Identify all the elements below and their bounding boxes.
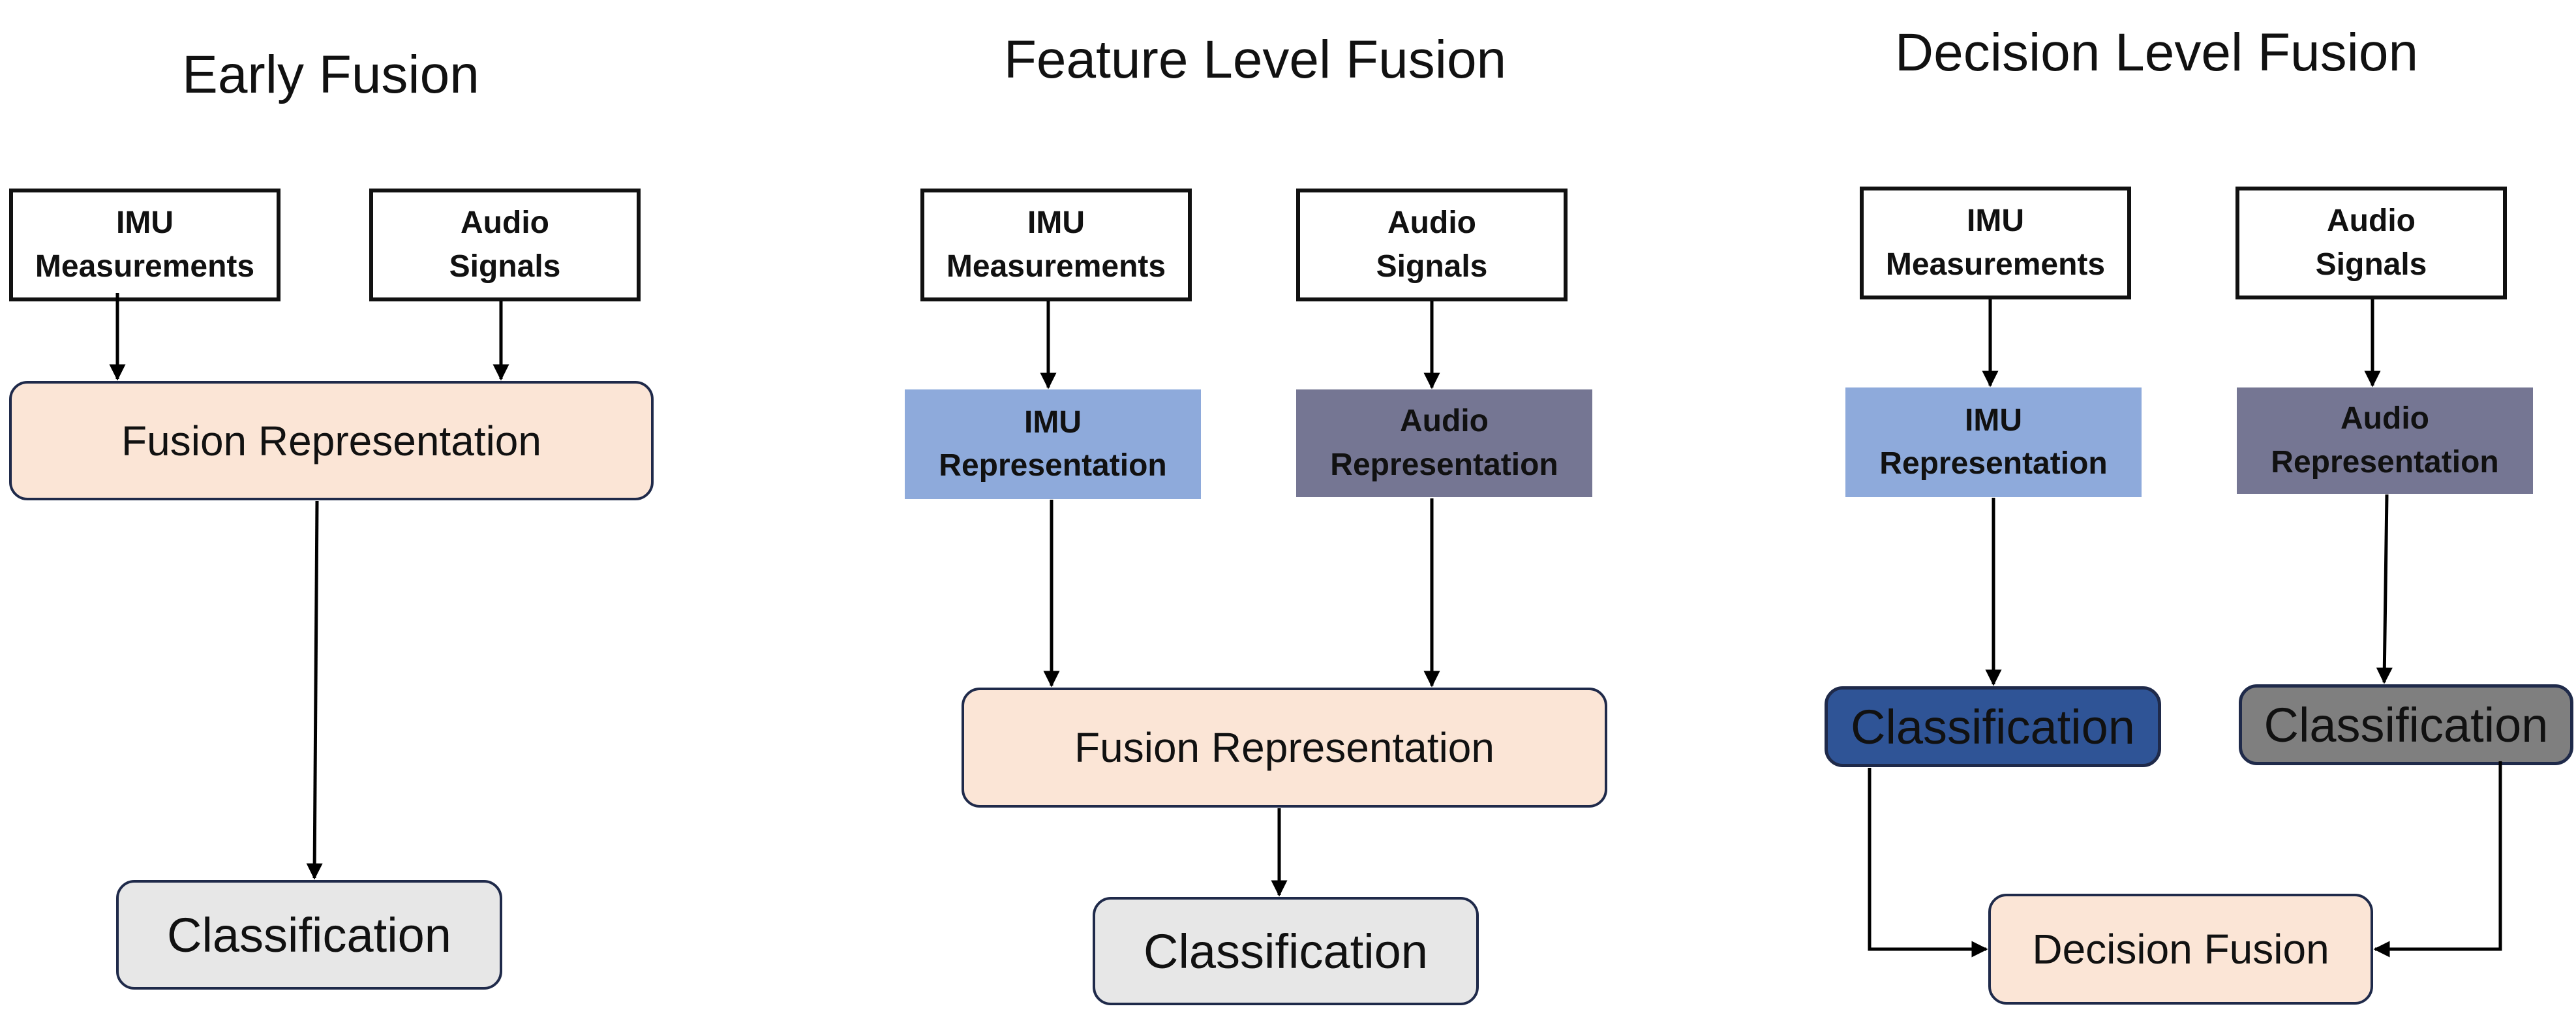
early-audio-input-box: Audio Signals <box>369 189 641 301</box>
decision-imu-representation-box: IMU Representation <box>1845 387 2142 497</box>
decision-imu-classification-label: Classification <box>1851 699 2135 754</box>
feature-fusion-title: Feature Level Fusion <box>1003 30 1507 89</box>
feature-imu-input-box: IMU Measurements <box>920 189 1192 301</box>
early-fusion-title: Early Fusion <box>182 45 479 104</box>
decision-audio-classification-box: Classification <box>2239 684 2573 765</box>
early-classification-label: Classification <box>167 907 451 962</box>
early-imu-input-box: IMU Measurements <box>9 189 280 301</box>
decision-imu-representation-label: IMU Representation <box>1879 402 2108 481</box>
feature-imu-representation-label: IMU Representation <box>939 404 1167 483</box>
decision-fusion-title: Decision Level Fusion <box>1894 23 2419 82</box>
feature-imu-input-label: IMU Measurements <box>946 205 1166 284</box>
arrow-decision-imu-class-to-fusion <box>1868 768 1988 958</box>
decision-audio-input-box: Audio Signals <box>2235 187 2507 299</box>
feature-audio-representation-label: Audio Representation <box>1330 404 1558 482</box>
feature-fusion-representation-box: Fusion Representation <box>962 688 1607 808</box>
arrow-decision-audio-class-to-fusion <box>2373 761 2502 958</box>
feature-audio-input-box: Audio Signals <box>1296 189 1568 301</box>
decision-audio-input-label: Audio Signals <box>2315 204 2427 282</box>
early-imu-input-label: IMU Measurements <box>35 205 255 284</box>
decision-fusion-label: Decision Fusion <box>2032 926 2329 973</box>
decision-audio-classification-label: Classification <box>2264 697 2549 752</box>
decision-imu-classification-box: Classification <box>1825 686 2161 767</box>
feature-classification-box: Classification <box>1093 897 1479 1005</box>
decision-fusion-box: Decision Fusion <box>1988 894 2373 1005</box>
decision-imu-input-box: IMU Measurements <box>1860 187 2131 299</box>
decision-audio-representation-box: Audio Representation <box>2237 387 2533 494</box>
feature-classification-label: Classification <box>1144 924 1428 979</box>
feature-audio-representation-box: Audio Representation <box>1296 389 1592 497</box>
decision-audio-representation-label: Audio Representation <box>2271 401 2499 479</box>
early-fusion-representation-box: Fusion Representation <box>9 381 654 500</box>
arrow-early-fusion-to-classification <box>306 500 323 880</box>
decision-imu-input-label: IMU Measurements <box>1885 204 2106 282</box>
feature-audio-input-label: Audio Signals <box>1376 205 1488 284</box>
arrow-decision-audio-rep-to-classification <box>2376 494 2393 684</box>
early-audio-input-label: Audio Signals <box>449 205 561 284</box>
early-fusion-representation-label: Fusion Representation <box>121 417 541 464</box>
feature-fusion-representation-label: Fusion Representation <box>1074 724 1494 771</box>
feature-imu-representation-box: IMU Representation <box>905 389 1201 499</box>
early-classification-box: Classification <box>116 880 502 990</box>
